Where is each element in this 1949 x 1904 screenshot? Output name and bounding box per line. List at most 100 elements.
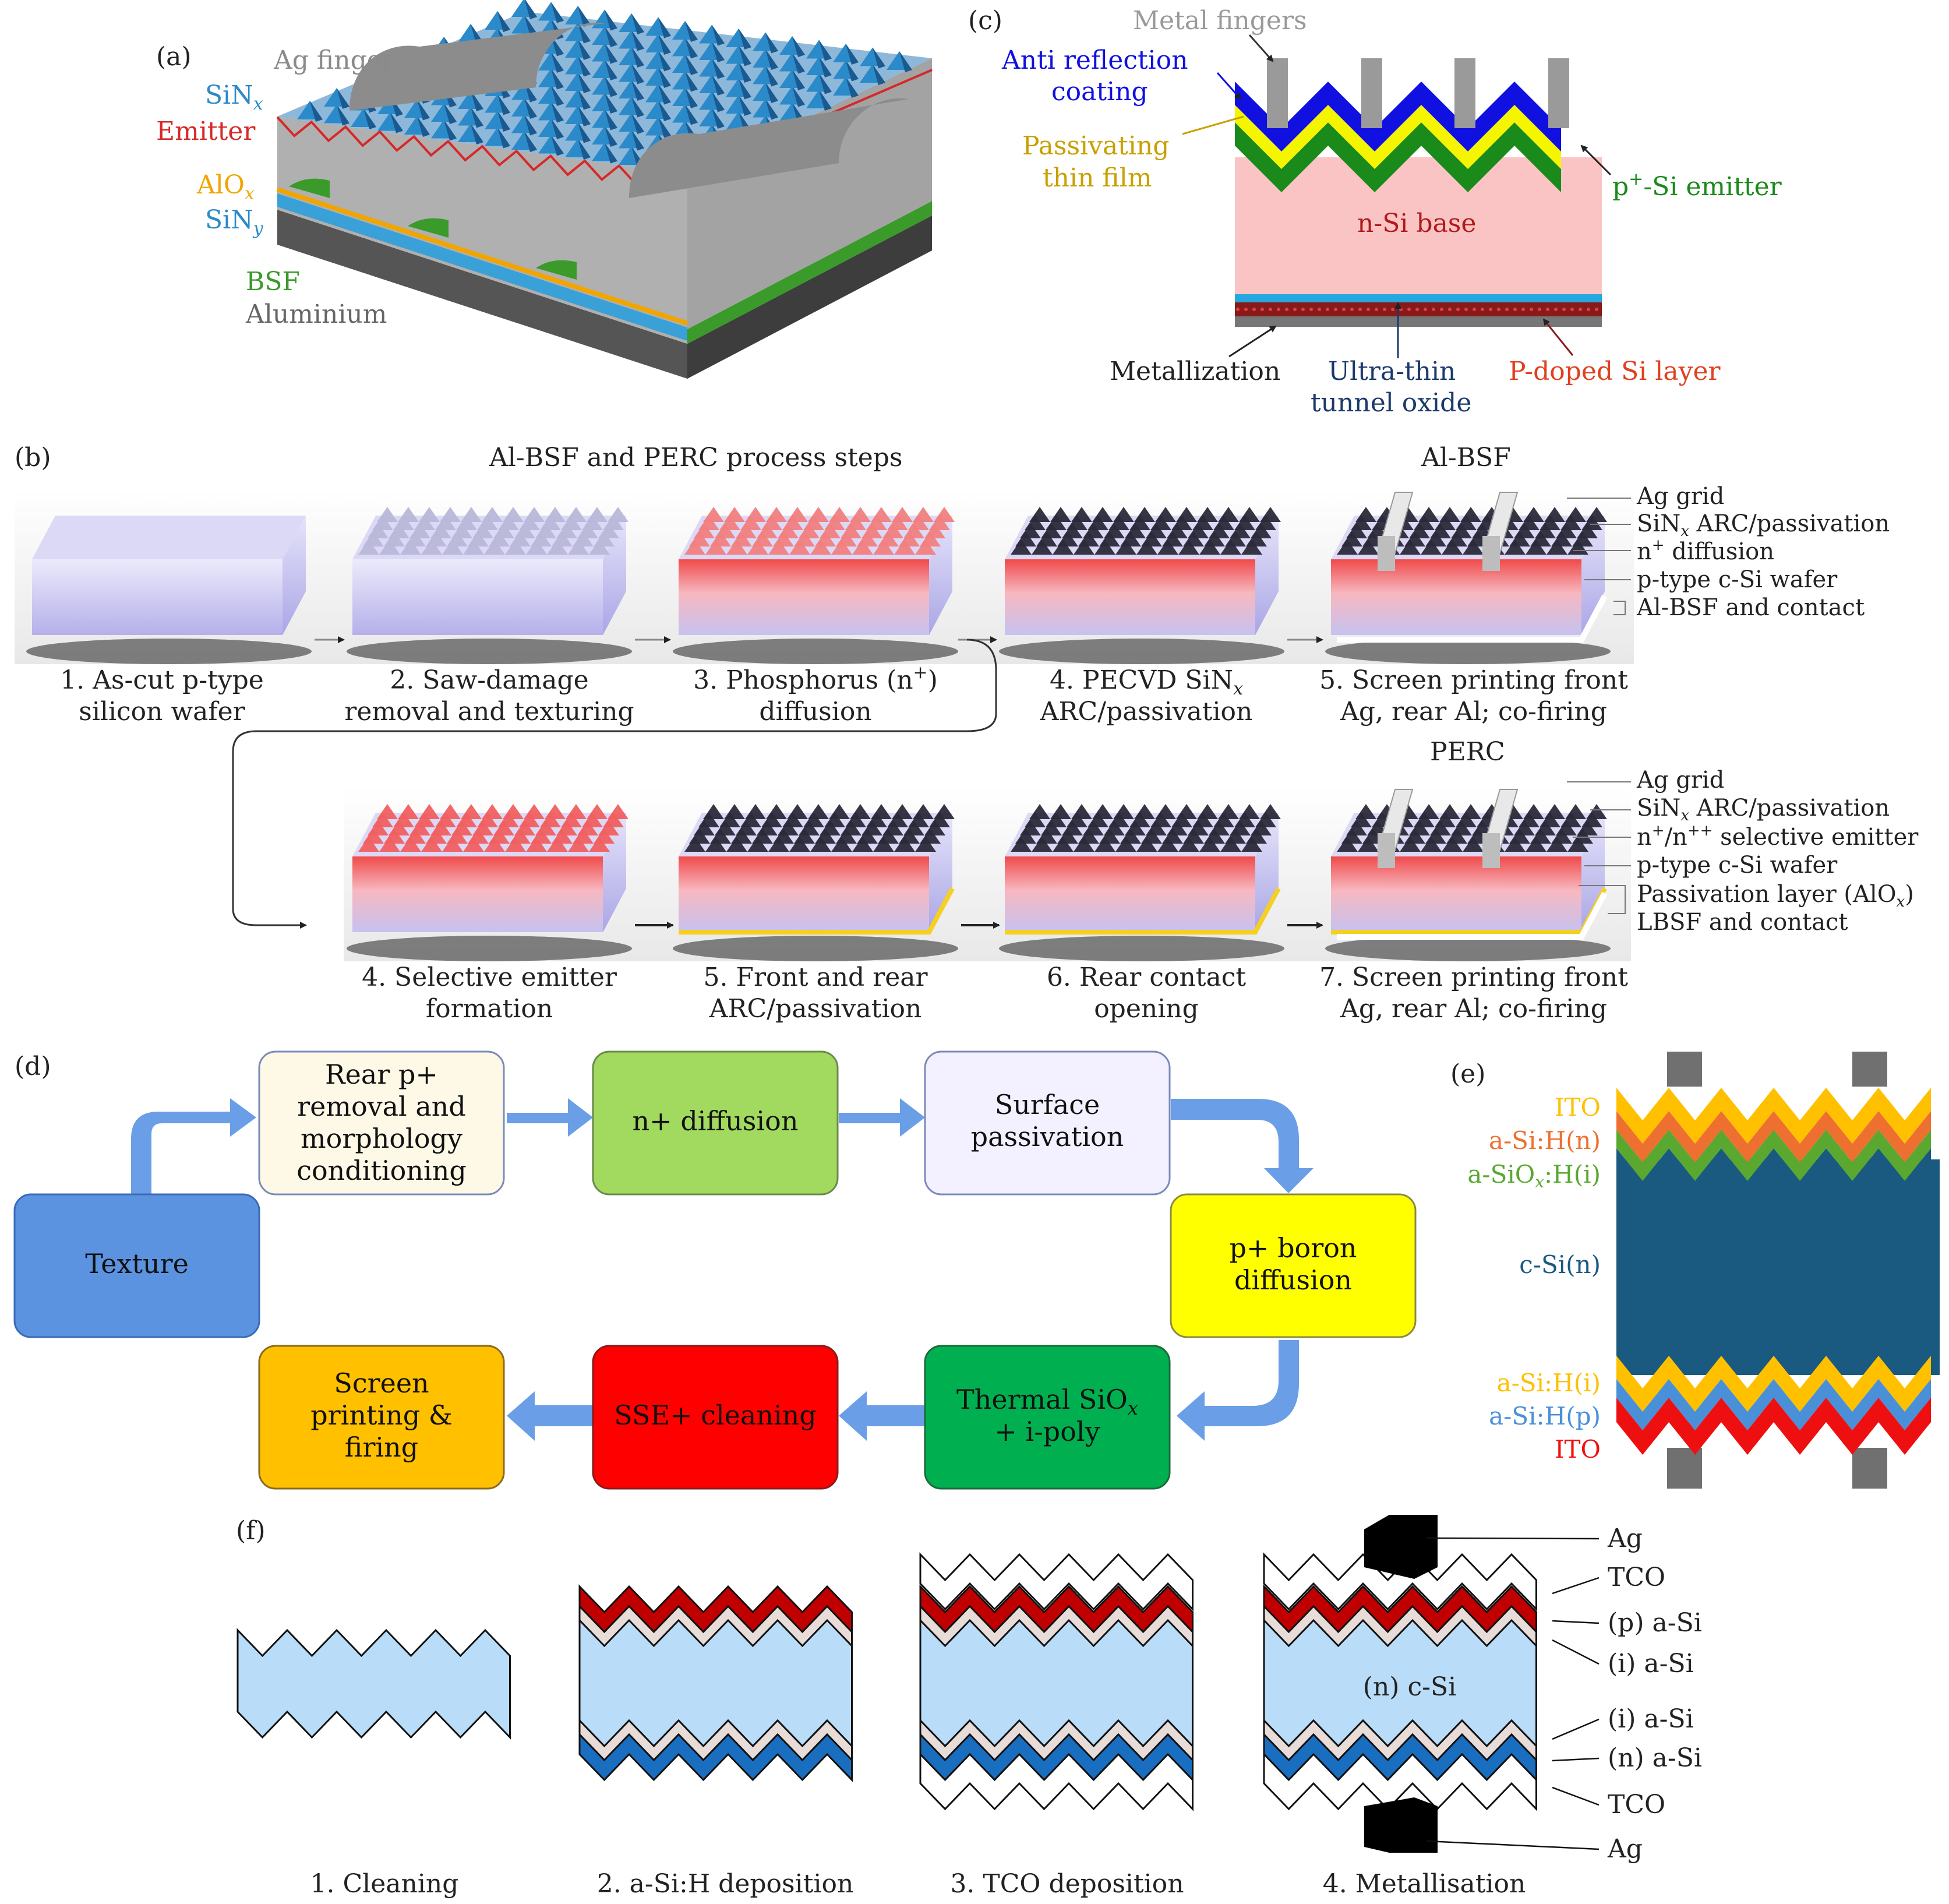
wafer-pyramid (608, 804, 629, 819)
label-asih-n: a-Si:H(n) (1489, 1126, 1601, 1155)
wafer-pyramid (535, 820, 556, 835)
wafer-pyramid (1225, 531, 1246, 546)
wafer-pyramid (1425, 828, 1446, 844)
wafer-pyramid (752, 828, 773, 844)
sinx-pyramid-shade (551, 2, 564, 23)
wafer-pyramid (1414, 812, 1435, 827)
panel-f-leader (1552, 1639, 1600, 1665)
label-bsf: BSF (246, 267, 300, 297)
wafer-pyramid (589, 837, 610, 852)
wafer-pyramid (442, 837, 463, 852)
wafer-pyramid (568, 837, 589, 852)
wafer-pyramid (1421, 837, 1442, 852)
wafer-pyramid (1523, 507, 1544, 522)
wafer-ag-finger-front (1482, 833, 1500, 868)
row2-caption-line2: formation (426, 994, 553, 1024)
wafer-pyramid (852, 837, 873, 852)
sinx-pyramid-shade (551, 68, 564, 90)
label-ito-bottom: ITO (1555, 1435, 1601, 1464)
wafer-pyramid (1062, 820, 1083, 835)
row1-caption-line2: Ag, rear Al; co-firing (1340, 697, 1607, 727)
wafer-pyramid (1078, 531, 1099, 546)
wafer-pyramid (1526, 837, 1547, 852)
p-doped-dot (1391, 308, 1394, 311)
albsf-wafer: p-type c-Si wafer (1637, 566, 1838, 593)
label-oxide-2: tunnel oxide (1311, 388, 1471, 418)
panel-f-leader (1552, 1577, 1600, 1595)
wafer-pyramid (1439, 507, 1460, 522)
block-right-face (687, 58, 932, 329)
label-passivating-1: Passivating (1022, 131, 1169, 161)
sinx-pyramid-shade (765, 32, 778, 54)
wafer-pyramid (1358, 540, 1379, 555)
sinx-pyramid-shade (605, 93, 617, 114)
wafer-pyramid (568, 540, 589, 555)
wafer-pyramid (1020, 523, 1041, 538)
p-doped-dot (1440, 308, 1443, 311)
ag-finger-2 (629, 98, 909, 198)
wafer-pyramid (1088, 812, 1108, 827)
wafer-pyramid (894, 540, 915, 555)
wafer-pyramid (698, 515, 719, 530)
wafer-pyramid (1425, 531, 1446, 546)
wafer-pyramid (463, 540, 484, 555)
p-doped-dot (1546, 308, 1549, 311)
wafer-ag-finger-front (1378, 536, 1395, 571)
sinx-pyramid-shade (363, 108, 376, 129)
panel-e-label: (e) (1450, 1059, 1485, 1089)
wafer-pyramid (1509, 531, 1530, 546)
wafer-pyramid (803, 515, 824, 530)
wafer-pyramid (845, 515, 866, 530)
sinx-pyramid-shade (658, 100, 671, 121)
leader-p-doped (1542, 318, 1574, 356)
wafer-pyramid (878, 828, 899, 844)
wafer-pyramid (493, 820, 514, 835)
wafer-pyramid (829, 507, 850, 522)
hjt-process-stacks (236, 1515, 1537, 1853)
wafer-pyramid (724, 804, 745, 819)
wafer-pyramid (882, 523, 903, 538)
wafer-shadow (1325, 639, 1611, 664)
wafer-shadow (673, 639, 958, 664)
wafer-pyramid (1141, 828, 1162, 844)
p-doped-dot (1595, 308, 1598, 311)
wafer-ag-finger-front (1378, 833, 1395, 868)
wafer-shadow (1325, 936, 1611, 961)
wafer-side (1255, 813, 1279, 932)
sinx-pyramid-shade (471, 124, 483, 144)
wafer-pyramid (866, 515, 887, 530)
sinx-pyramid-shade (819, 90, 832, 111)
box-screen-text-1: Screen (334, 1367, 429, 1399)
wafer-pyramid (1430, 820, 1451, 835)
p-doped-dot (1309, 308, 1313, 311)
albsf-sinx: SiNx ARC/passivation (1637, 510, 1890, 540)
stack3-i-asi-top (919, 1604, 1194, 1648)
label-asih-i: a-Si:H(i) (1497, 1369, 1601, 1397)
wafer-pyramid (573, 531, 594, 546)
wafer-pyramid (1218, 804, 1239, 819)
wafer-pyramid (1125, 523, 1146, 538)
wafer-pyramid (740, 812, 761, 827)
panel-f-layer-label: (i) a-Si (1608, 1649, 1694, 1679)
row1-caption-line2: removal and texturing (344, 697, 634, 727)
sinx-pyramid-shade (524, 15, 537, 36)
wafer-pyramid (547, 540, 568, 555)
wafer-pyramid (608, 507, 629, 522)
box-screen-printing (258, 1345, 505, 1490)
wafer-pyramid (1404, 531, 1425, 546)
wafer-pyramid (1071, 804, 1092, 819)
sinx-pyramid-shade (685, 37, 698, 59)
wafer-shadow (673, 936, 958, 961)
wafer-shadow (999, 639, 1284, 664)
wafer-pyramid (831, 837, 852, 852)
wafer-pyramid (1442, 540, 1463, 555)
wafer-pyramid (463, 837, 484, 852)
p-doped-dot (1570, 308, 1574, 311)
sinx-pyramid-shade (739, 78, 751, 100)
wafer-rear-passivation (679, 887, 955, 935)
panel-f-leader (1427, 1537, 1600, 1540)
wafer-pyramid (820, 820, 841, 835)
wafer-pyramid (689, 531, 710, 546)
sinx-pyramid-shade (819, 57, 832, 77)
